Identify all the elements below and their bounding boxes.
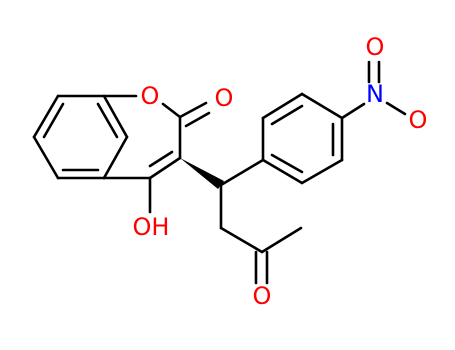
bond: [385, 101, 407, 116]
bond: [102, 94, 129, 139]
bond: [148, 156, 182, 180]
bond: [260, 226, 303, 254]
nitro-group: [367, 60, 407, 116]
bond-double-inner: [96, 102, 119, 139]
bond-carbonyl-double: [184, 111, 211, 128]
bond: [32, 135, 60, 180]
nitro-nitrogen-label: N: [366, 80, 384, 108]
bond: [32, 94, 60, 139]
benzo-ring: [32, 94, 129, 180]
nitro-oxygen-top-label: O: [366, 33, 385, 61]
lactone-oxygen-label: O: [215, 84, 234, 112]
bond: [219, 226, 264, 254]
bond-double-inner: [270, 153, 304, 174]
ketone-oxygen-label: O: [253, 282, 272, 310]
bond: [161, 102, 182, 119]
bond: [300, 92, 344, 120]
bond: [340, 102, 366, 120]
nitrophenyl-ring: [261, 92, 366, 185]
bond: [261, 158, 304, 185]
bond: [219, 158, 265, 187]
bond-double-inner: [148, 150, 174, 168]
side-chain: [219, 158, 303, 285]
bond: [261, 92, 304, 120]
bond-double-inner: [270, 104, 304, 126]
ring-oxygen-label: O: [141, 82, 160, 110]
pyranone-ring: [102, 94, 211, 214]
nitro-oxygen-right-label: O: [409, 106, 428, 134]
hydroxyl-label: OH: [133, 213, 170, 241]
bond: [102, 135, 129, 180]
bond-carbonyl: [178, 101, 208, 119]
bond-double-inner: [42, 102, 65, 139]
bond: [300, 158, 344, 185]
wedge-bond: [180, 158, 224, 189]
